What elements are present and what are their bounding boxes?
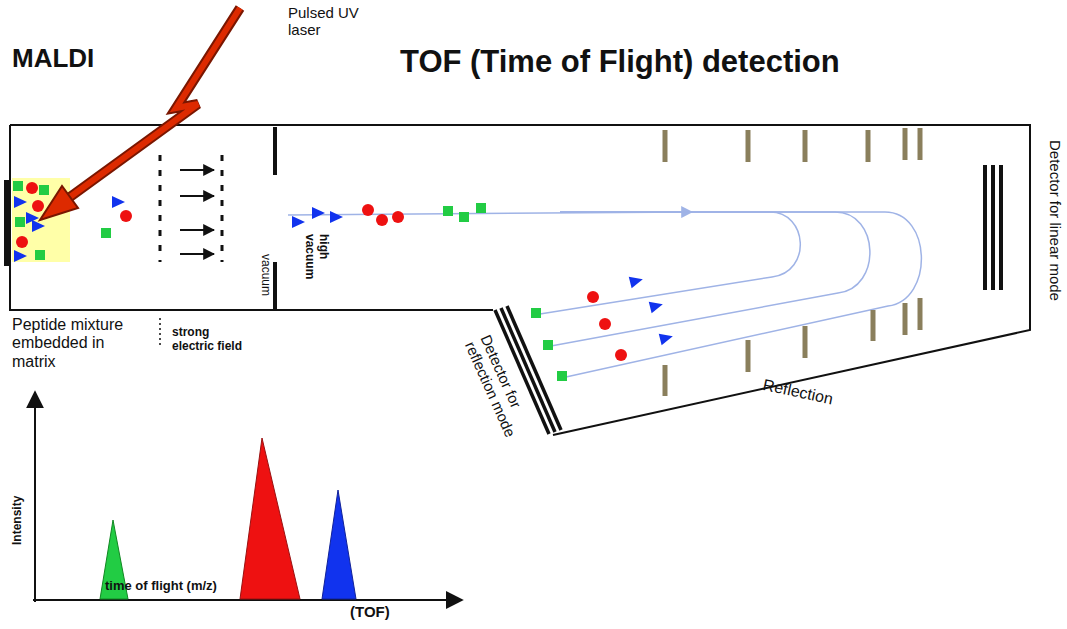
field-arrows (180, 170, 214, 254)
ion-green (557, 371, 567, 381)
ion-green (13, 181, 23, 191)
ion-blue (292, 216, 305, 228)
spectrum-chart (33, 392, 462, 602)
ion-green (443, 206, 453, 216)
section-heading: TOF (Time of Flight) detection (400, 44, 1050, 80)
ion-red (120, 210, 132, 222)
ion-red (376, 214, 388, 226)
vacuum-label: high vacuum (302, 234, 330, 280)
ion-blue (330, 211, 343, 223)
vacuum-separator (273, 127, 277, 309)
reflectron-electrodes (665, 128, 920, 396)
vacuum-label: vacuum (258, 254, 272, 314)
linear-detector (985, 165, 1001, 290)
section-heading: MALDI (12, 44, 152, 74)
field-label: strong electric field (172, 326, 252, 354)
laser-label: Pulsed UV laser (288, 4, 368, 39)
ion-green (35, 250, 45, 260)
ion-red (16, 236, 28, 248)
ion-green (101, 228, 111, 238)
ion-blue (26, 212, 39, 224)
field-marker (159, 318, 161, 345)
ion-blue (312, 207, 325, 219)
extraction-grid (160, 155, 222, 262)
ion-blue (14, 196, 27, 208)
ion-red (26, 182, 38, 194)
ion-blue (659, 330, 675, 345)
axis-label: time of flight (m/z) (105, 579, 305, 594)
ion-red (615, 349, 627, 361)
ion-green (39, 185, 49, 195)
laser-beam (40, 8, 240, 220)
ion-red (599, 318, 611, 330)
ion-red (392, 211, 404, 223)
ion-blue (32, 220, 45, 232)
ion-red (587, 291, 599, 303)
ion-green (459, 212, 469, 222)
ion-green (543, 340, 553, 350)
ion-blue (112, 196, 125, 208)
axis-label: (TOF) (350, 603, 420, 620)
ion-green (531, 308, 541, 318)
ions (13, 181, 674, 381)
sample-label: Peptide mixture embedded in matrix (12, 316, 132, 371)
ion-green (15, 217, 25, 227)
ion-green (476, 203, 486, 213)
ion-blue (629, 273, 645, 288)
ion-trajectories (288, 212, 921, 377)
ion-blue (14, 250, 27, 262)
ion-blue (649, 298, 665, 313)
detector-label: Detector for linear mode (1047, 140, 1064, 305)
ion-red (362, 204, 374, 216)
sample-plate (4, 180, 11, 266)
flight-tube (10, 125, 1030, 435)
reflection-label: Reflection (761, 376, 872, 417)
axis-label: Intensity (11, 445, 25, 545)
ion-red (32, 200, 44, 212)
